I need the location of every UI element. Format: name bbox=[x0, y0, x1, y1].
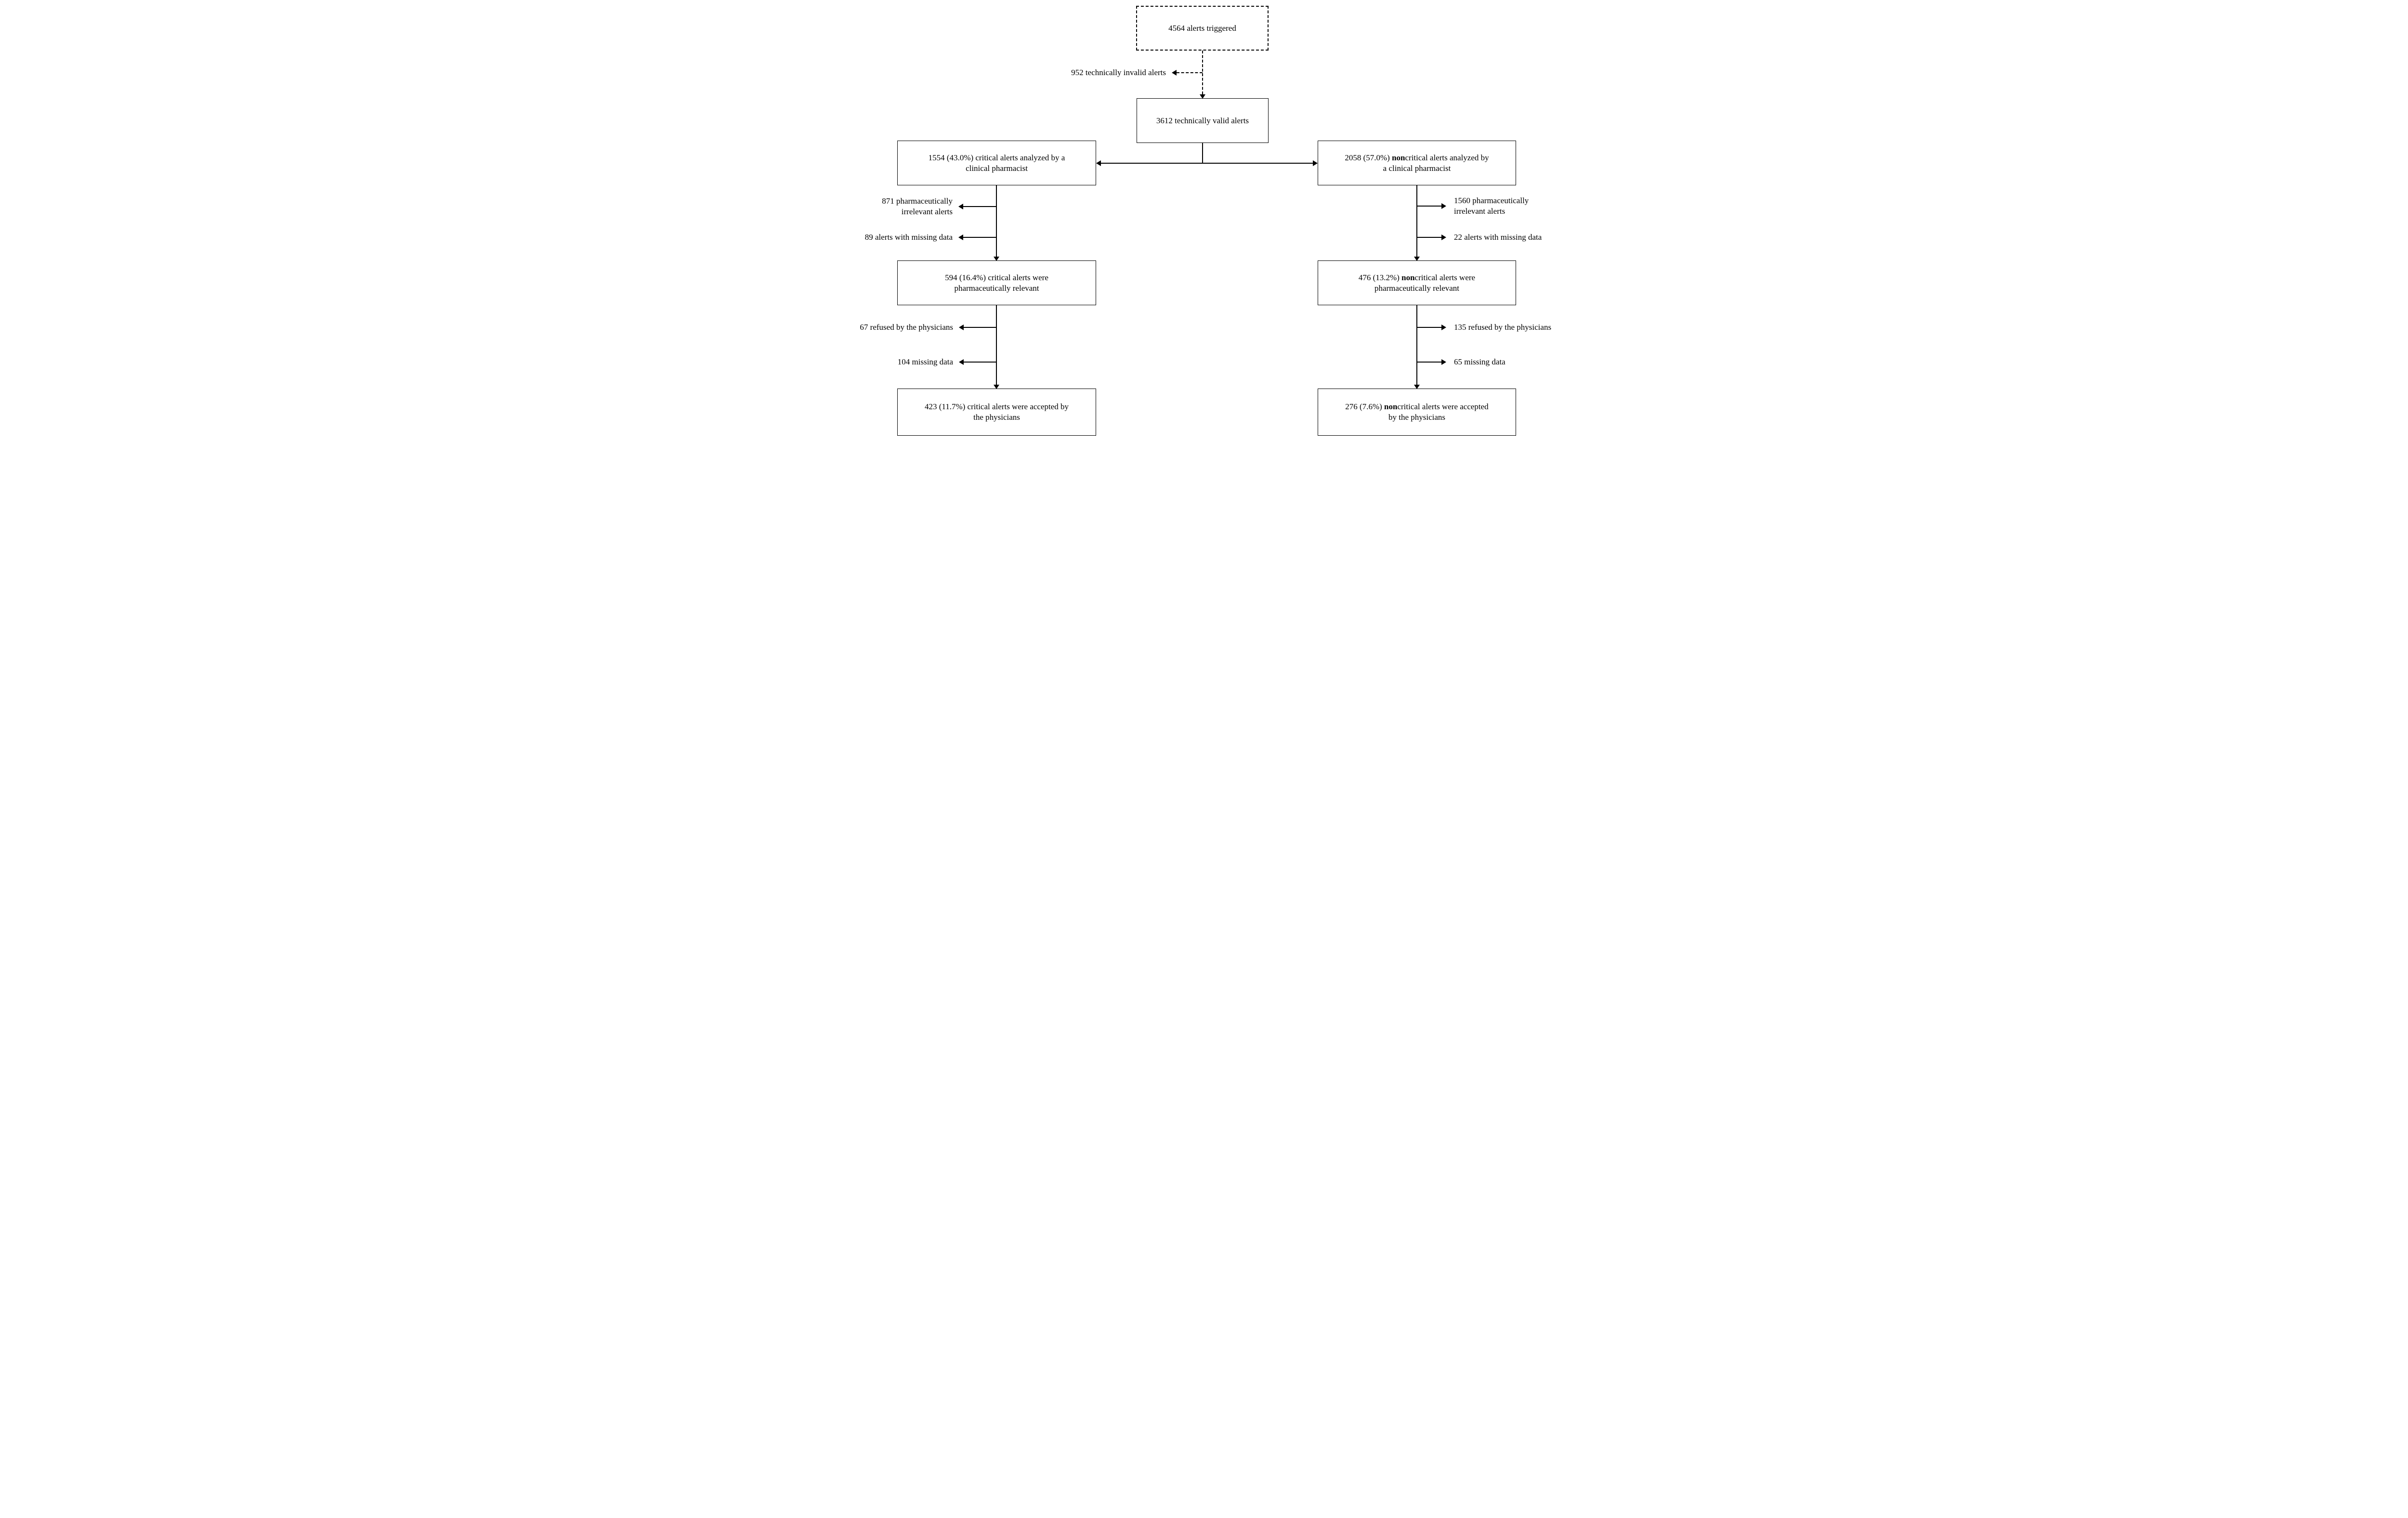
node-noncritical-refused-label: 135 refused by the physicians bbox=[1454, 323, 1552, 332]
arrowhead-down-noncritical-accepted bbox=[1414, 385, 1420, 389]
arrowhead-down-critical-relevant bbox=[994, 257, 999, 261]
node-noncritical-relevant: 476 (13.2%) noncritical alerts were phar… bbox=[1318, 260, 1516, 305]
connector-noncritical-analyzed-to-relevant bbox=[1416, 185, 1417, 257]
connector-critical-irrelevant bbox=[963, 206, 996, 207]
node-critical-relevant-label: 594 (16.4%) critical alerts were pharmac… bbox=[945, 272, 1048, 293]
arrowhead-left-critical bbox=[1096, 160, 1101, 166]
connector-valid-to-split bbox=[1202, 143, 1203, 163]
connector-noncritical-refused bbox=[1417, 327, 1441, 328]
node-critical-analyzed-label: 1554 (43.0%) critical alerts analyzed by… bbox=[928, 153, 1065, 173]
connector-critical-relevant-to-accepted bbox=[996, 305, 997, 385]
connector-noncritical-missing bbox=[1417, 237, 1441, 238]
node-alerts-triggered: 4564 alerts triggered bbox=[1136, 6, 1269, 51]
node-critical-refused-label: 67 refused by the physicians bbox=[860, 323, 953, 332]
node-noncritical-irrelevant-label: 1560 pharmaceutically irrelevant alerts bbox=[1454, 196, 1529, 216]
arrowhead-right-noncritical bbox=[1313, 160, 1318, 166]
node-valid-alerts-label: 3612 technically valid alerts bbox=[1156, 116, 1249, 125]
arrowhead-down-valid bbox=[1200, 94, 1205, 99]
arrowhead-right-noncritical-missing-2 bbox=[1441, 359, 1446, 365]
node-critical-irrelevant-label: 871 pharmaceutically irrelevant alerts bbox=[882, 196, 953, 216]
connector-split bbox=[1097, 163, 1314, 164]
arrowhead-right-noncritical-refused bbox=[1441, 324, 1446, 330]
connector-triggered-to-valid bbox=[1202, 51, 1203, 94]
node-noncritical-missing-label: 22 alerts with missing data bbox=[1454, 233, 1542, 242]
arrowhead-left-critical-missing-2 bbox=[959, 359, 964, 365]
connector-noncritical-irrelevant bbox=[1417, 206, 1441, 207]
connector-critical-refused bbox=[964, 327, 996, 328]
arrowhead-left-critical-irrelevant bbox=[958, 204, 963, 209]
node-critical-accepted-label: 423 (11.7%) critical alerts were accepte… bbox=[924, 402, 1069, 422]
arrowhead-left-critical-missing bbox=[958, 234, 963, 240]
node-critical-relevant: 594 (16.4%) critical alerts were pharmac… bbox=[897, 260, 1096, 305]
arrowhead-down-noncritical-relevant bbox=[1414, 257, 1420, 261]
arrowhead-right-noncritical-missing bbox=[1441, 234, 1446, 240]
node-critical-analyzed: 1554 (43.0%) critical alerts analyzed by… bbox=[897, 141, 1096, 185]
connector-critical-analyzed-to-relevant bbox=[996, 185, 997, 257]
node-alerts-triggered-label: 4564 alerts triggered bbox=[1168, 23, 1236, 33]
arrowhead-left-invalid bbox=[1172, 70, 1177, 76]
node-noncritical-accepted-label: 276 (7.6%) noncritical alerts were accep… bbox=[1345, 402, 1489, 422]
connector-critical-missing-2 bbox=[964, 362, 996, 363]
node-critical-accepted: 423 (11.7%) critical alerts were accepte… bbox=[897, 389, 1096, 436]
node-noncritical-relevant-label: 476 (13.2%) noncritical alerts were phar… bbox=[1358, 272, 1476, 293]
flow-diagram: 4564 alerts triggered 952 technically in… bbox=[827, 0, 1581, 446]
node-noncritical-analyzed: 2058 (57.0%) noncritical alerts analyzed… bbox=[1318, 141, 1516, 185]
node-noncritical-missing-2-label: 65 missing data bbox=[1454, 357, 1505, 366]
connector-noncritical-relevant-to-accepted bbox=[1416, 305, 1417, 385]
node-valid-alerts: 3612 technically valid alerts bbox=[1137, 98, 1269, 143]
arrowhead-right-noncritical-irrelevant bbox=[1441, 203, 1446, 209]
node-noncritical-accepted: 276 (7.6%) noncritical alerts were accep… bbox=[1318, 389, 1516, 436]
node-critical-missing-2-label: 104 missing data bbox=[897, 357, 953, 366]
node-critical-missing-label: 89 alerts with missing data bbox=[864, 233, 953, 242]
node-noncritical-analyzed-label: 2058 (57.0%) noncritical alerts analyzed… bbox=[1345, 153, 1489, 173]
connector-critical-missing bbox=[963, 237, 996, 238]
arrowhead-left-critical-refused bbox=[959, 324, 964, 330]
arrowhead-down-critical-accepted bbox=[994, 385, 999, 389]
connector-to-invalid bbox=[1177, 72, 1203, 73]
node-invalid-alerts-label: 952 technically invalid alerts bbox=[1071, 68, 1166, 77]
connector-noncritical-missing-2 bbox=[1417, 362, 1441, 363]
